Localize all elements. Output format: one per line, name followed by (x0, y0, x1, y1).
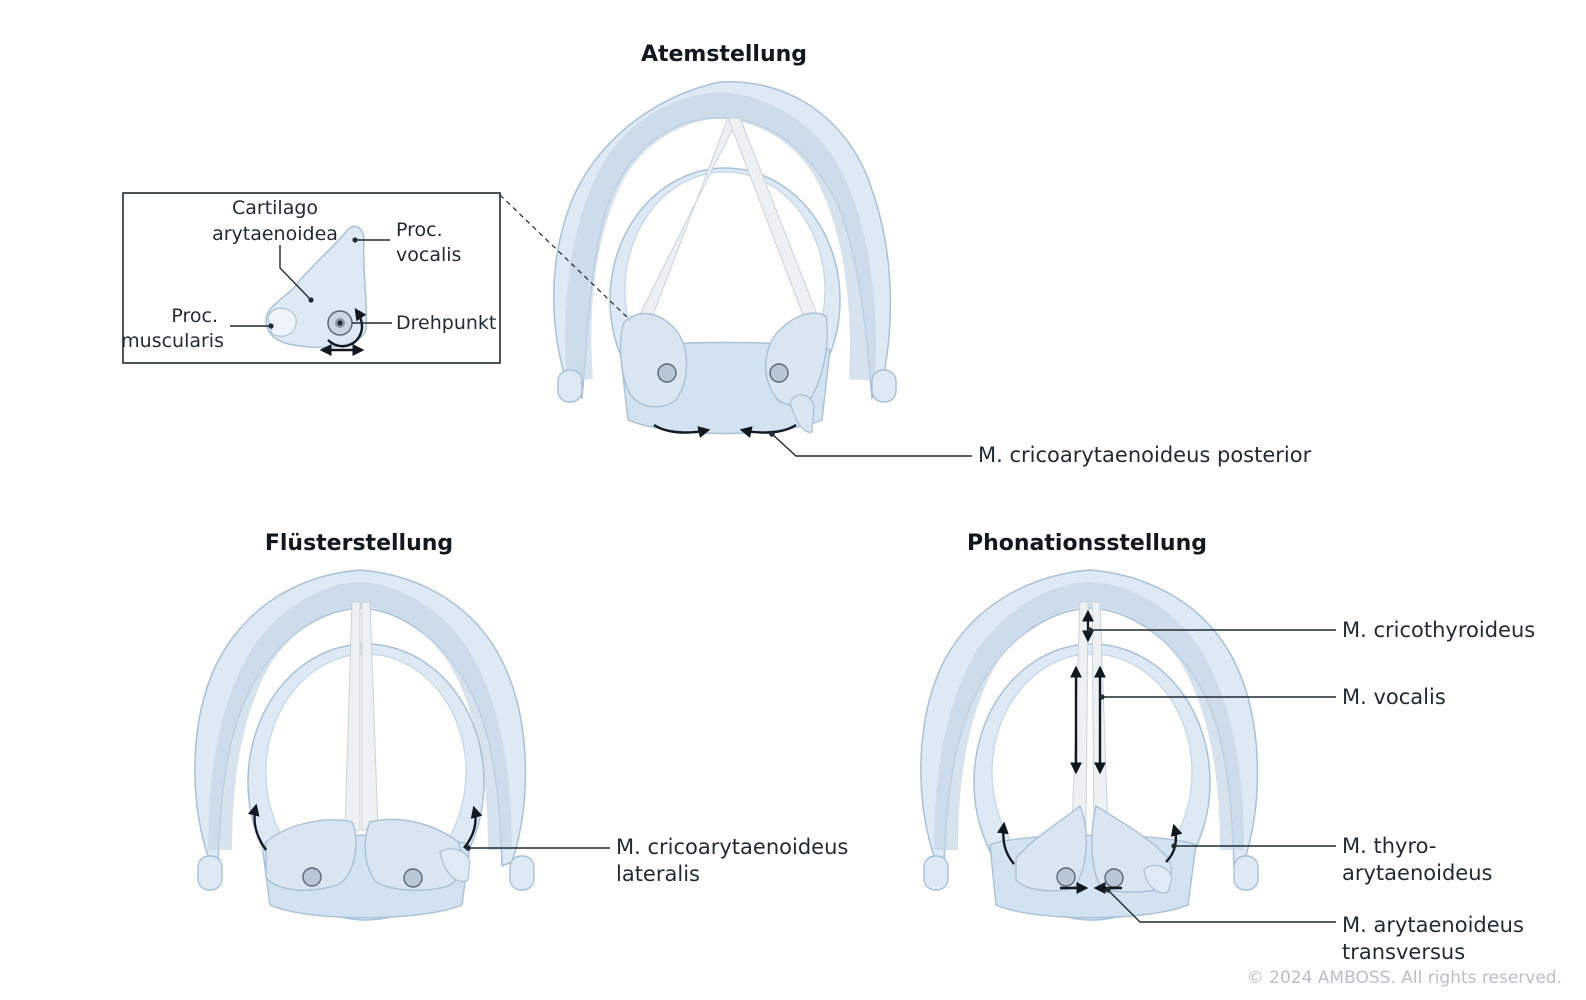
label-cricothyroideus: M. cricothyroideus (1342, 618, 1535, 642)
inset-label-muscularis-2: muscularis (121, 330, 224, 352)
lateralis-arrow-left (247, 803, 267, 851)
copyright-notice: © 2024 AMBOSS. All rights reserved. (1247, 968, 1562, 988)
label-thyro-1: M. thyro- (1342, 834, 1436, 858)
label-transversus-2: transversus (1342, 940, 1465, 964)
label-vocalis: M. vocalis (1342, 685, 1446, 709)
label-thyro-2: arytaenoideus (1342, 861, 1492, 885)
title-fluesterstellung: Flüsterstellung (265, 531, 453, 556)
inset-label-muscularis-1: Proc. (171, 305, 218, 327)
fluesterstellung-figure (194, 569, 610, 921)
inset-label-cartilago-1: Cartilago (232, 197, 318, 219)
title-phonationsstellung: Phonationsstellung (967, 531, 1207, 556)
lateralis-arrow-right (463, 805, 483, 849)
label-transversus-1: M. arytaenoideus (1342, 913, 1524, 937)
thyro-arrow-left (996, 821, 1015, 865)
atemstellung-figure (499, 81, 972, 457)
posterior-arrow-left (653, 423, 711, 438)
label-lateralis-2: lateralis (616, 862, 700, 886)
inset-label-vocalis-2: vocalis (396, 244, 461, 266)
inset-label-cartilago-2: arytaenoidea (212, 223, 338, 245)
phonationsstellung-figure (920, 569, 1336, 923)
label-posterior: M. cricoarytaenoideus posterior (978, 443, 1312, 467)
arytenoid-left (619, 312, 688, 408)
title-atemstellung: Atemstellung (641, 42, 807, 67)
inset-label-drehpunkt: Drehpunkt (396, 312, 496, 334)
label-lateralis-1: M. cricoarytaenoideus (616, 835, 848, 859)
inset-label-vocalis-1: Proc. (396, 219, 443, 241)
arytenoid-inset (122, 192, 501, 364)
